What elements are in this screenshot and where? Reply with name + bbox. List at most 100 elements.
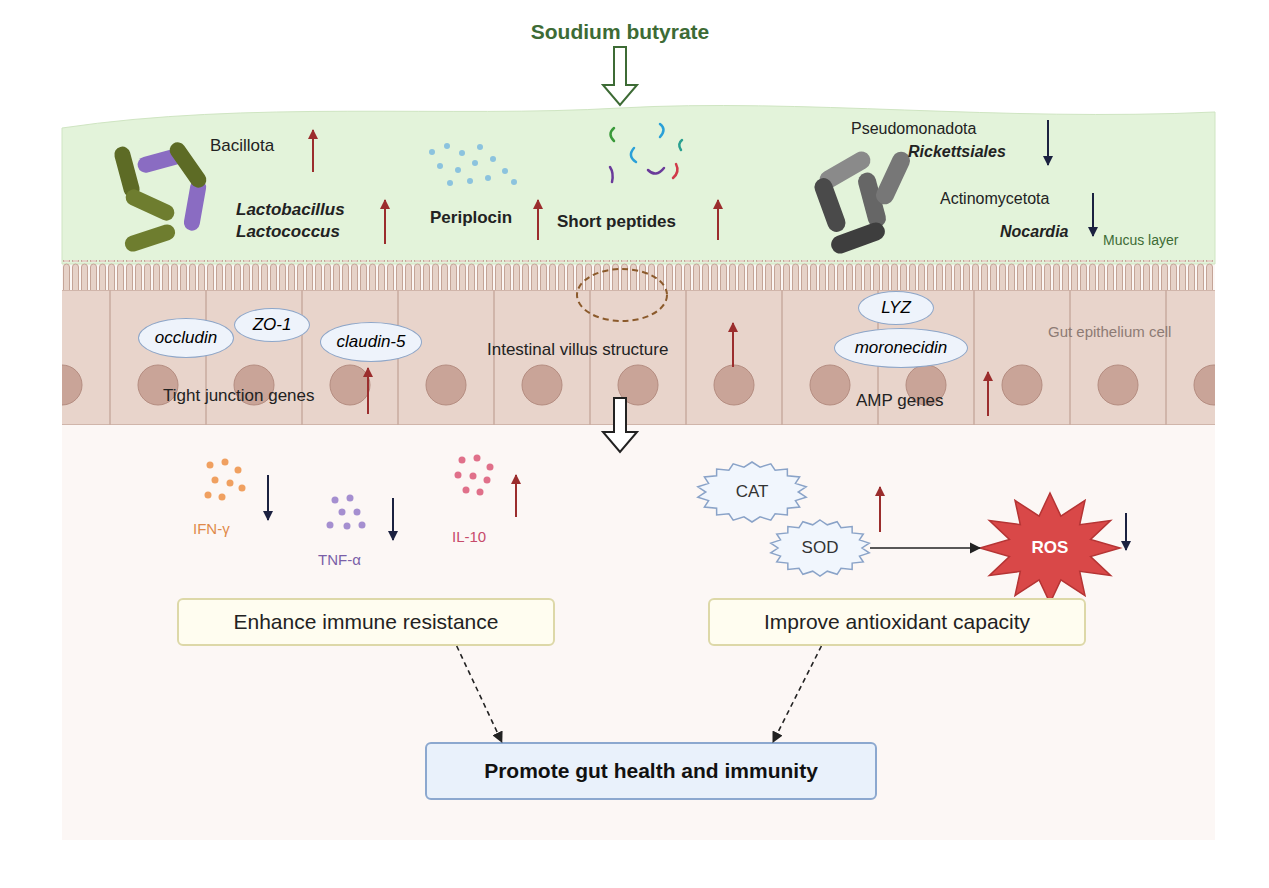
- dot: [354, 509, 361, 516]
- increase-arrows: [313, 130, 988, 532]
- dot: [344, 523, 351, 530]
- gene-ellipse: claudin-5: [320, 322, 422, 362]
- bacterium: [873, 149, 913, 207]
- hollow-arrow: [603, 47, 637, 105]
- dot: [470, 473, 477, 480]
- dot: [467, 178, 473, 184]
- up-arrow: [732, 323, 734, 367]
- down-arrow: [1047, 120, 1049, 165]
- dot: [463, 487, 470, 494]
- connector-arrow: [773, 646, 821, 742]
- dot: [219, 494, 226, 501]
- cytokine-label: IFN-γ: [193, 520, 230, 537]
- dot: [239, 485, 246, 492]
- dot: [227, 480, 234, 487]
- dot: [485, 175, 491, 181]
- peptide: [673, 164, 677, 178]
- metabolite-label: Short peptides: [557, 212, 676, 232]
- ifn-dots: [205, 459, 246, 501]
- bacterium: [167, 139, 210, 191]
- down-arrow: [1125, 513, 1127, 550]
- dot: [429, 149, 435, 155]
- burst-shape: [698, 462, 806, 522]
- enzyme-burst: SOD: [770, 520, 870, 576]
- up-arrow: [312, 130, 314, 172]
- connector-arrow: [457, 646, 502, 742]
- gene-ellipse: occludin: [138, 318, 234, 358]
- villus-highlight: [577, 269, 667, 321]
- genus-label: Lactococcus: [236, 222, 340, 242]
- dot: [459, 150, 465, 156]
- dot: [347, 495, 354, 502]
- burst-shape: [980, 493, 1120, 603]
- gene-name: occludin: [155, 328, 217, 348]
- dot: [212, 477, 219, 484]
- cytokine-label: IL-10: [452, 528, 486, 545]
- bacterium: [829, 220, 888, 256]
- dot: [359, 522, 366, 529]
- dot: [474, 455, 481, 462]
- gene-ellipse: LYZ: [858, 291, 934, 325]
- dot: [484, 477, 491, 484]
- enzyme-name: SOD: [802, 538, 839, 558]
- up-arrow: [384, 200, 386, 244]
- bacterium: [123, 187, 177, 223]
- peptide: [610, 167, 613, 182]
- gene-ellipse: moronecidin: [834, 328, 968, 368]
- harmful-bacteria: [812, 148, 913, 256]
- structure-label: Intestinal villus structure: [487, 340, 668, 360]
- dot: [222, 459, 229, 466]
- dot: [477, 489, 484, 496]
- outcome-box: Enhance immune resistance: [177, 598, 555, 646]
- dot: [502, 168, 508, 174]
- epithelium: [62, 290, 1215, 425]
- peptides: [610, 124, 682, 182]
- dot: [327, 522, 334, 529]
- background-panel: [62, 262, 1215, 840]
- dot: [472, 160, 478, 166]
- genus-label: Lactobacillus: [236, 200, 345, 220]
- peptide: [660, 124, 664, 137]
- periplocin-dots: [429, 143, 517, 186]
- bacterium: [123, 222, 177, 253]
- up-arrow: [987, 372, 989, 416]
- down-arrow: [1092, 193, 1094, 236]
- dot: [487, 464, 494, 471]
- order-label: Rickettsiales: [908, 143, 1006, 161]
- down-arrow: [392, 498, 394, 540]
- connector-arrow: [870, 547, 980, 549]
- up-arrow: [717, 200, 719, 240]
- gene-name: claudin-5: [337, 332, 406, 352]
- dot: [207, 462, 214, 469]
- result-text: Promote gut health and immunity: [484, 759, 818, 783]
- up-arrow: [367, 368, 369, 414]
- dot: [437, 163, 443, 169]
- gene-group-label: AMP genes: [856, 391, 944, 411]
- ros-label: ROS: [1032, 538, 1069, 558]
- gene-name: LYZ: [881, 298, 911, 318]
- gene-ellipse: ZO-1: [234, 308, 310, 342]
- ros-burst: ROS: [980, 493, 1120, 603]
- gene-name: moronecidin: [855, 338, 948, 358]
- phylum-label: Pseudomonadota: [851, 120, 976, 138]
- band-label: Mucus layer: [1103, 232, 1178, 248]
- up-arrow: [879, 487, 881, 532]
- dot: [444, 143, 450, 149]
- il10-dots: [455, 455, 494, 496]
- villi: [62, 260, 1215, 294]
- peptide: [611, 128, 615, 141]
- gene-group-label: Tight junction genes: [163, 386, 315, 406]
- result-box: Promote gut health and immunity: [425, 742, 877, 800]
- tnf-dots: [327, 495, 366, 530]
- peptide: [648, 168, 664, 174]
- outcome-box: Improve antioxidant capacity: [708, 598, 1086, 646]
- cytokine-label: TNF-α: [318, 551, 361, 568]
- dot: [332, 497, 339, 504]
- band-label: Gut epithelium cell: [1048, 323, 1171, 340]
- up-arrow: [515, 475, 517, 517]
- gene-name: ZO-1: [253, 315, 292, 335]
- dot: [477, 144, 483, 150]
- enzyme-name: CAT: [736, 482, 769, 502]
- outcome-text: Improve antioxidant capacity: [764, 610, 1030, 634]
